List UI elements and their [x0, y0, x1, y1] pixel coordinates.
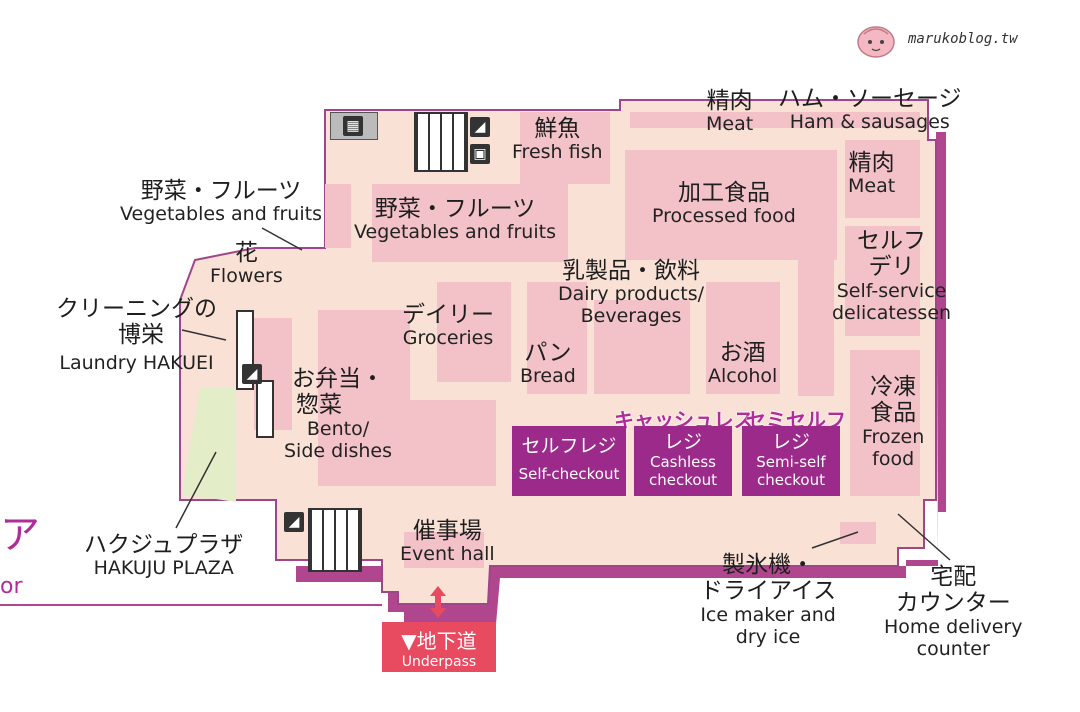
label-veg-outer: 野菜・フルーツ Vegetables and fruits — [120, 178, 322, 226]
stairs-bottom[interactable] — [308, 508, 362, 572]
underpass-jp: ▼地下道 — [401, 629, 477, 653]
zone-fish — [520, 112, 610, 184]
watermark: marukoblog.tw — [852, 20, 1018, 60]
underpass-en: Underpass — [401, 654, 477, 670]
label-frozen: 冷凍 食品 Frozen food — [862, 374, 925, 470]
stairs-icon: ◢ — [284, 512, 304, 532]
zone-delivery — [840, 522, 876, 544]
elevator[interactable]: ▦ — [330, 112, 378, 140]
zone-daily — [437, 282, 511, 382]
zone-alcohol — [706, 282, 780, 394]
edge-rule — [0, 604, 382, 606]
label-meat-top: 精肉 Meat — [706, 88, 754, 136]
semi-self-register[interactable]: レジ Semi-self checkout — [742, 426, 840, 496]
label-flowers: 花 Flowers — [210, 240, 283, 288]
zone-frozen — [850, 350, 920, 496]
zone-dairy-center — [594, 300, 690, 394]
zone-meat-top — [630, 112, 920, 128]
zone-bento — [318, 310, 410, 486]
watermark-text: marukoblog.tw — [908, 31, 1018, 47]
elevator-icon: ▦ — [343, 116, 363, 136]
escalator-down[interactable] — [256, 380, 274, 438]
label-bread: パン Bread — [520, 340, 576, 388]
label-home-delivery: 宅配 カウンター Home delivery counter — [884, 564, 1023, 660]
stairs-icon: ◢ — [470, 117, 490, 137]
label-ice-maker: 製氷機・ ドライアイス Ice maker and dry ice — [700, 552, 837, 648]
label-daily: デイリー Groceries — [402, 302, 494, 350]
zone-processed — [625, 150, 837, 260]
edge-fragment-large: ア — [0, 512, 40, 558]
label-laundry: クリーニングの 博栄 Laundry HAKUEI — [56, 296, 217, 374]
label-ham-sausages: ハム・ソーセージ Ham & sausages — [778, 86, 962, 134]
label-veg-inner: 野菜・フルーツ Vegetables and fruits — [354, 196, 556, 244]
watermark-face-icon — [857, 26, 895, 58]
zone-meat-right — [845, 140, 920, 218]
stairs-top[interactable] — [414, 112, 468, 172]
shadow-wall — [296, 132, 946, 624]
zone-liquor-wall — [798, 260, 834, 396]
edge-fragment-small: or — [0, 574, 23, 599]
label-bento: お弁当・ 惣菜 Bento/ Side dishes — [284, 366, 392, 462]
exit-arrow-icon — [430, 586, 446, 618]
label-hakuju-plaza: ハクジュプラザ HAKUJU PLAZA — [84, 532, 244, 580]
zone-veg-outer — [325, 184, 351, 248]
zone-dairy — [527, 282, 587, 394]
zone-event-hall — [404, 532, 484, 568]
zone-bento-inner — [410, 400, 496, 486]
zone-veg-inner — [372, 184, 568, 262]
cashless-register[interactable]: レジ Cashless checkout — [634, 426, 732, 496]
label-processed-food: 加工食品 Processed food — [652, 180, 796, 228]
atm-icon: ▣ — [470, 144, 490, 164]
self-checkout-register[interactable]: セルフレジ Self-checkout — [512, 426, 626, 496]
zone-self-deli — [845, 226, 920, 336]
label-meat-right: 精肉 Meat — [848, 150, 896, 198]
label-alcohol: お酒 Alcohol — [708, 340, 778, 388]
label-self-deli: セルフ デリ Self-service delicatessen — [832, 228, 952, 324]
label-fresh-fish: 鮮魚 Fresh fish — [512, 116, 603, 164]
underpass-exit[interactable]: ▼地下道 Underpass — [382, 622, 496, 672]
label-event-hall: 催事場 Event hall — [400, 518, 495, 566]
escalator-icon: ◢ — [242, 364, 262, 384]
label-dairy: 乳製品・飲料 Dairy products/ Beverages — [558, 258, 705, 328]
